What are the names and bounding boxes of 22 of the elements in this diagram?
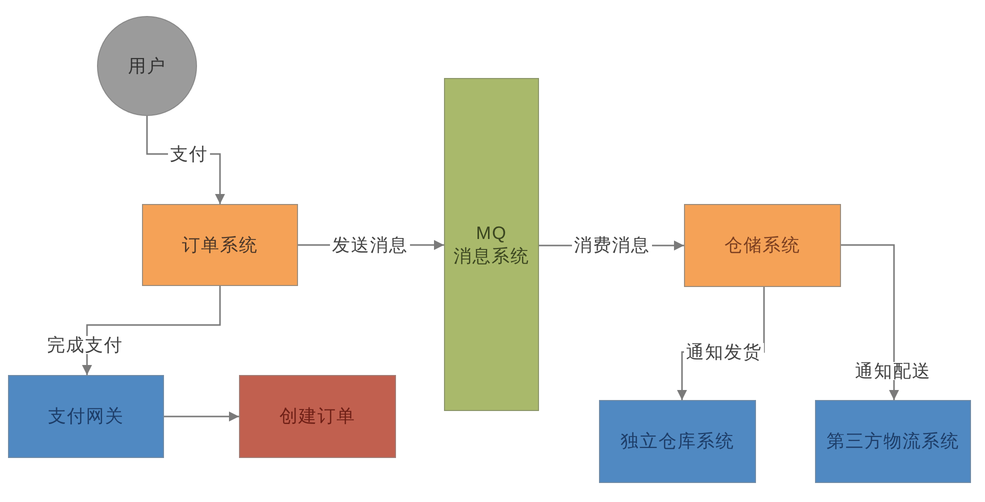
box-label: 用户: [128, 54, 166, 78]
process-box: [8, 375, 164, 458]
process-box: [239, 375, 396, 458]
box-label: 订单系统: [182, 234, 258, 256]
edge-label: 发送消息: [330, 236, 410, 254]
edge-label: 消费消息: [572, 236, 652, 254]
arrow: [82, 286, 221, 375]
box-label: 第三方物流系统: [826, 430, 960, 453]
process-box: [599, 400, 756, 483]
queue-box: [444, 78, 539, 411]
box-label: 仓储系统: [724, 234, 800, 257]
box-label: 创建订单: [280, 405, 356, 428]
arrow: [841, 244, 899, 400]
arrow: [164, 412, 239, 422]
process-box: [684, 204, 841, 287]
box-label: 支付网关: [48, 405, 124, 428]
box-label: MQ 消息系统: [452, 222, 530, 267]
process-box: [815, 400, 971, 483]
edge-label: 支付: [168, 145, 210, 163]
process-box: [142, 204, 298, 286]
box-label: 独立仓库系统: [620, 430, 734, 453]
edge-label: 通知发货: [684, 343, 764, 361]
